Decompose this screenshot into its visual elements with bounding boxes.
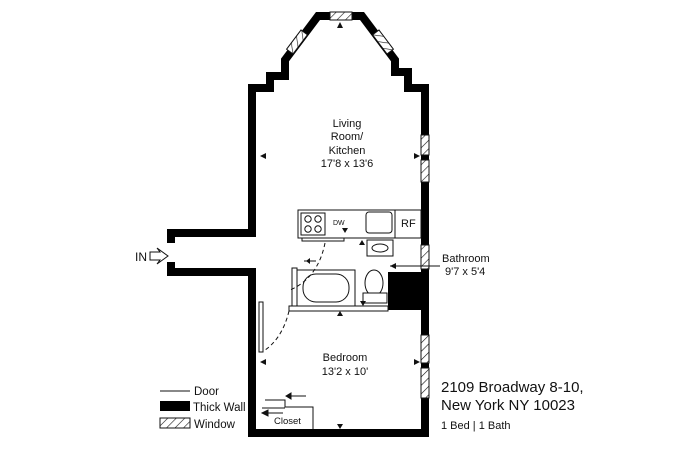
corridor-wall-bottom [167,262,256,276]
living-room-label-1: Living [333,118,362,130]
living-room-label-2: Room/ [331,131,364,143]
living-room-size: 17'8 x 13'6 [321,158,374,170]
refrigerator-label: RF [401,218,416,230]
closet-label: Closet [274,416,301,427]
corridor-wall-top [167,229,256,243]
bathroom-size: 9'7 x 5'4 [445,266,485,278]
doors [258,242,326,429]
toilet [364,269,384,297]
legend: Door Thick Wall Window [159,386,246,431]
kitchen-counter: DW RF [297,209,422,242]
address-line2: New York NY 10023 [441,397,575,414]
bathroom-thick-wall [388,272,423,310]
windows [285,11,430,399]
entrance-label: IN [135,250,147,264]
bathroom-label: Bathroom [442,253,490,265]
stove [300,212,326,236]
address-line1: 2109 Broadway 8-10, [441,379,584,396]
legend-window: Window [194,419,236,431]
entrance-arrow-icon [149,247,169,265]
dimension-ticks [260,22,420,429]
living-room-label-3: Kitchen [329,145,366,157]
bathroom-wall [288,305,389,312]
dishwasher-label: DW [333,220,345,227]
bedroom-label: Bedroom [323,352,368,364]
bathroom-fixtures [288,239,440,312]
kitchen-sink [365,211,393,234]
legend-thick-wall: Thick Wall [193,402,246,414]
bedroom-size: 13'2 x 10' [322,366,368,378]
unit-summary: 1 Bed | 1 Bath [441,420,511,432]
legend-door: Door [194,386,219,398]
